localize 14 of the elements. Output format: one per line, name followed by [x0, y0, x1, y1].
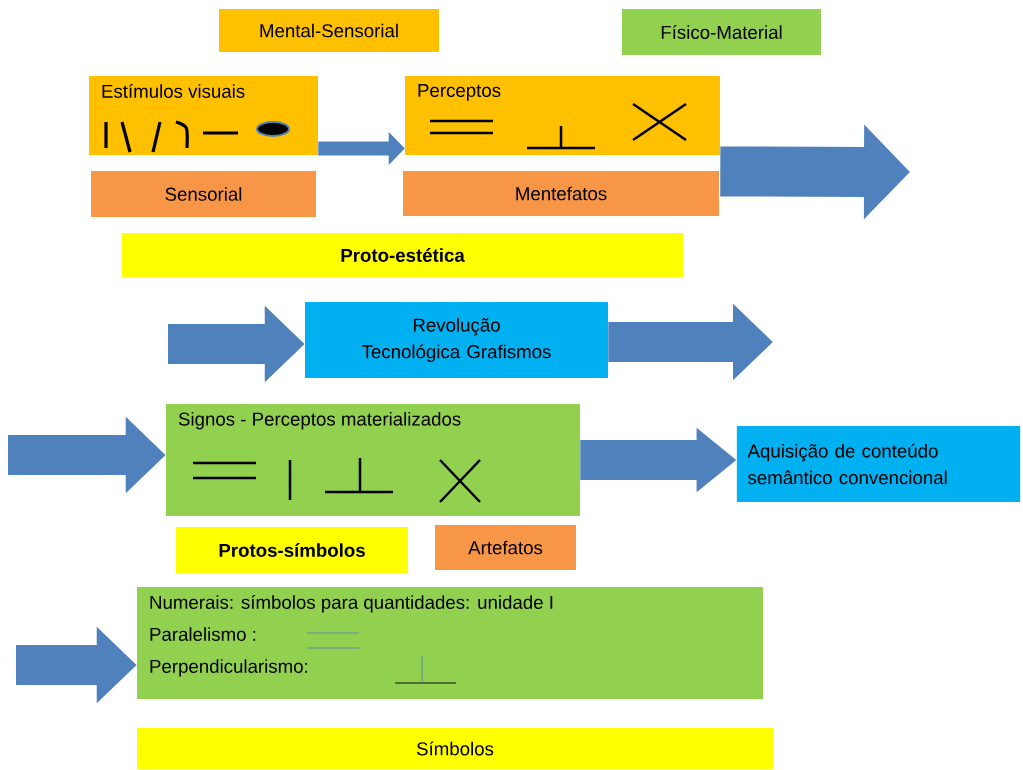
- sign-box: Signos - Perceptos materializados: [166, 404, 580, 516]
- label-box: Sensorial: [91, 171, 316, 217]
- percept-box: Perceptos: [405, 76, 720, 155]
- label-box: Mentefatos: [403, 171, 719, 216]
- category-box: Físico-Material: [622, 9, 821, 55]
- stage-band: Protos-símbolos: [176, 527, 408, 573]
- stage-band: Símbolos: [137, 728, 773, 769]
- label-box: Artefatos: [435, 525, 576, 570]
- result-box: Aquisição de conteúdo semântico convencional: [736, 426, 1021, 502]
- category-box: Mental-Sensorial: [219, 9, 439, 52]
- stimulus-box: Estímulos visuais: [89, 76, 318, 155]
- stage-band: Proto-estética: [122, 233, 683, 277]
- process-box: Revolução Tecnológica Grafismos: [305, 302, 608, 378]
- symbol-box: Numerais: símbolos para quantidades: unidade I Paralelismo : Perpendicularismo:: [137, 587, 763, 699]
